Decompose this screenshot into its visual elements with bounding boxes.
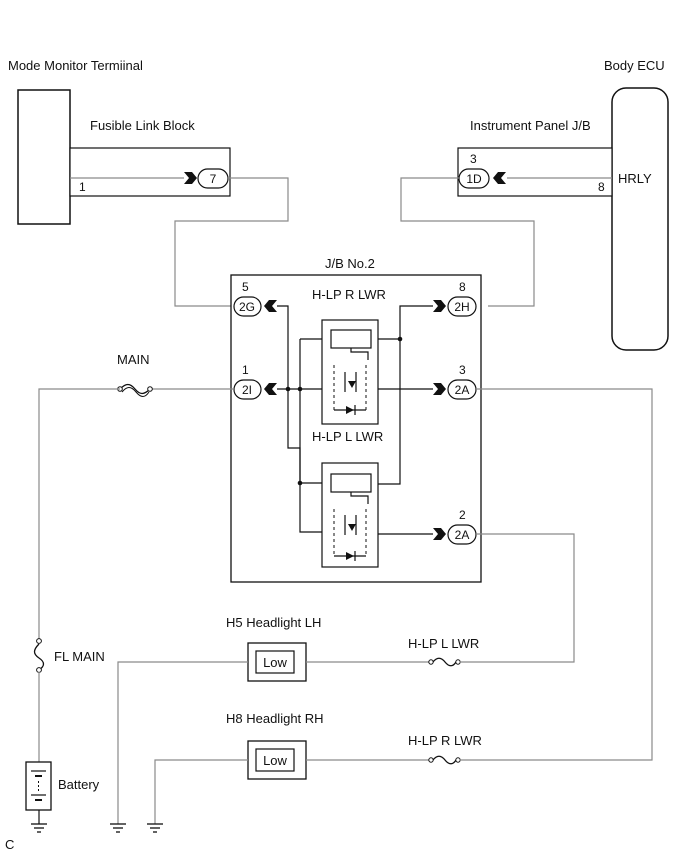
connector-1D: 1D [458, 168, 506, 189]
body-ecu-box [611, 87, 669, 351]
h5-headlight-label: H5 Headlight LH [226, 615, 321, 630]
jb-pin-3: 3 [459, 363, 466, 377]
jb-pin-5: 5 [242, 280, 249, 294]
main-fuse-icon [117, 383, 153, 397]
corner-letter: C [5, 837, 14, 852]
fuse-h-lp-r-lwr-label: H-LP R LWR [408, 733, 482, 748]
wire-h8-ground [154, 759, 248, 824]
relay-r-label: H-LP R LWR [312, 287, 386, 302]
h8-headlight-label: H8 Headlight RH [226, 711, 324, 726]
connector-1D-label: 1D [466, 172, 482, 186]
mode-monitor-terminal-box [17, 89, 71, 225]
connector-7-label: 7 [210, 172, 217, 186]
relay-l-label: H-LP L LWR [312, 429, 383, 444]
connector-2G: 2G [233, 296, 277, 317]
h8-headlight-low: Low [247, 740, 307, 780]
jb-pin-1: 1 [242, 363, 249, 377]
fusible-link-block [69, 147, 231, 197]
connector-2H-label: 2H [454, 300, 469, 314]
connector-2H: 2H [433, 296, 477, 317]
main-fuse-label: MAIN [117, 352, 150, 367]
ecu-pin-8: 8 [598, 180, 605, 194]
connector-2A-top-label: 2A [455, 383, 470, 397]
fuse-h-lp-l-lwr-label: H-LP L LWR [408, 636, 479, 651]
fl-main-fuse-icon [33, 638, 45, 673]
relay-h-lp-l-lwr [321, 462, 379, 568]
wire-main-to-fl-main [38, 388, 120, 640]
jb-pin-2: 2 [459, 508, 466, 522]
mode-pin-1: 1 [79, 180, 86, 194]
wire-7-to-2G [174, 177, 289, 307]
hrly-label: HRLY [618, 171, 652, 186]
h5-ground-icon [110, 823, 126, 833]
jb-pin-8: 8 [459, 280, 466, 294]
jb-no2-label: J/B No.2 [325, 256, 375, 271]
mode-monitor-terminal-label: Mode Monitor Termiinal [8, 58, 143, 73]
h5-low-label: Low [263, 655, 287, 670]
wire-h5-ground [117, 661, 248, 824]
h8-low-label: Low [263, 753, 287, 768]
ipjb-pin-3: 3 [470, 152, 477, 166]
connector-2A-bottom-label: 2A [455, 528, 470, 542]
wire-fuse-r-to-2A [460, 388, 653, 761]
h5-headlight-low: Low [247, 642, 307, 682]
instrument-panel-jb-label: Instrument Panel J/B [470, 118, 591, 133]
wire-1D-to-2H [400, 177, 535, 307]
connector-2G-label: 2G [239, 300, 255, 314]
connector-2I-label: 2I [242, 383, 252, 397]
fuse-h-lp-r-lwr-icon [428, 755, 461, 765]
connector-2A-top: 2A [433, 379, 477, 400]
fusible-link-block-label: Fusible Link Block [90, 118, 195, 133]
fuse-h-lp-l-lwr-icon [428, 657, 461, 667]
relay-h-lp-r-lwr [321, 319, 379, 425]
instrument-panel-jb [457, 147, 613, 197]
wire-fuse-l-to-2A [460, 533, 575, 663]
h8-ground-icon [147, 823, 163, 833]
battery-ground-icon [31, 810, 47, 833]
battery-icon [25, 761, 52, 811]
body-ecu-label: Body ECU [604, 58, 665, 73]
battery-label: Battery [58, 777, 100, 792]
fl-main-label: FL MAIN [54, 649, 105, 664]
